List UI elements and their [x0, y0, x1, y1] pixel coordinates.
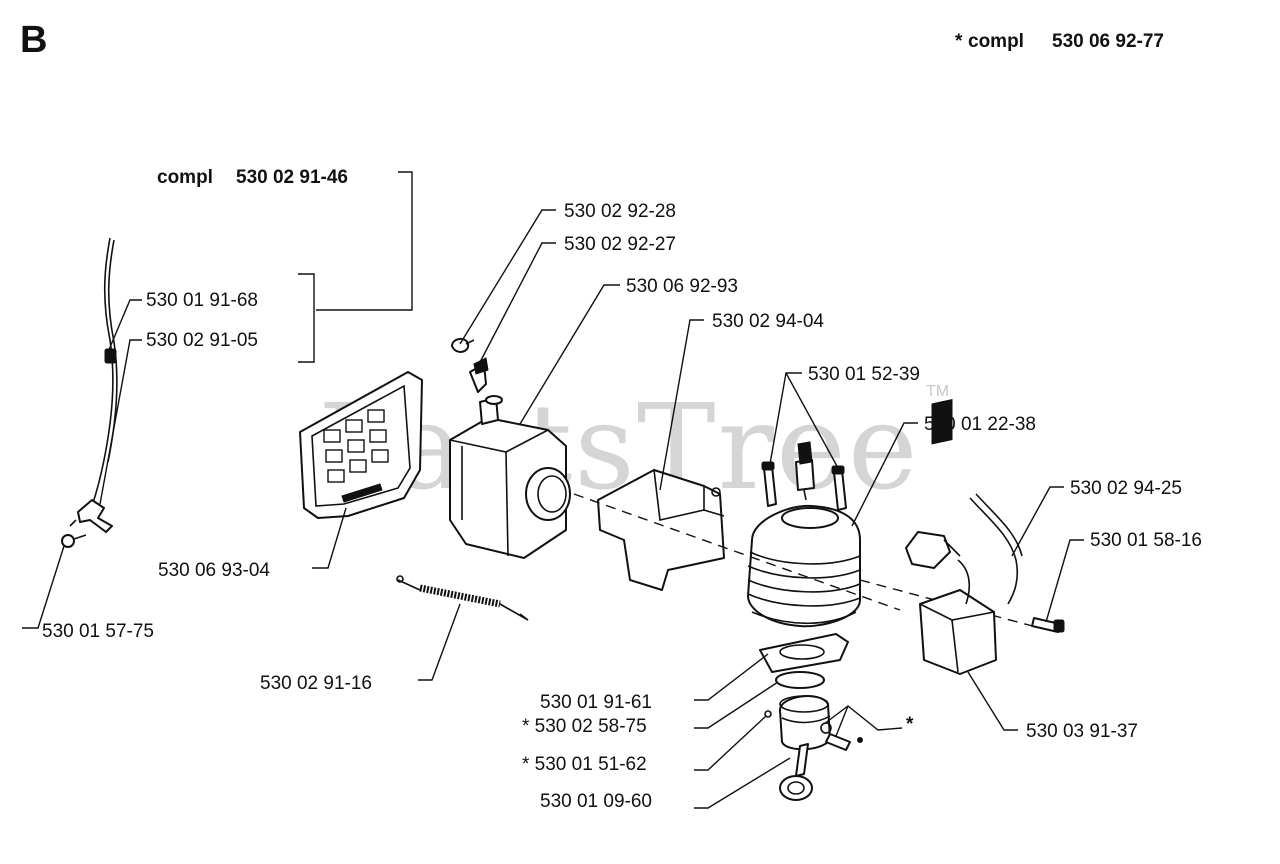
leader-530-01-22-38	[851, 422, 918, 527]
leader-530-01-09-60	[694, 757, 791, 809]
cylinder-part	[747, 504, 861, 628]
heat-shield-part	[597, 469, 725, 591]
return-spring-part	[396, 575, 529, 621]
sub-assembly-number: 530 02 91-46	[236, 167, 348, 188]
callout-530-06-93-04: 530 06 93-04	[158, 560, 270, 581]
leader-530-02-94-04	[659, 319, 704, 491]
leader-530-01-91-61	[694, 653, 769, 701]
piston-part	[779, 695, 832, 751]
leader-530-01-51-62	[694, 715, 767, 771]
leader-530-01-58-16	[1045, 539, 1084, 623]
callout-530-02-94-04: 530 02 94-04	[712, 311, 824, 332]
axis-line-upper	[573, 493, 901, 611]
callout-530-02-58-75: * 530 02 58-75	[522, 716, 647, 737]
callout-530-01-09-60: 530 01 09-60	[540, 791, 652, 812]
leader-530-01-57-75	[22, 545, 65, 629]
assembly-header: * compl 530 06 92-77	[955, 31, 1164, 52]
section-letter: B	[20, 19, 47, 61]
circlip-part	[764, 710, 772, 718]
leader-530-06-93-04	[312, 507, 347, 569]
callout-530-02-94-25: 530 02 94-25	[1070, 478, 1182, 499]
cable-group-bracket	[298, 273, 315, 363]
leader-530-06-92-93	[519, 284, 620, 425]
muffler-part	[449, 395, 571, 559]
callout-530-02-92-27: 530 02 92-27	[564, 234, 676, 255]
connecting-rod-part	[779, 743, 813, 801]
callout-530-01-51-62: * 530 01 51-62	[522, 754, 647, 775]
leader-530-02-58-75	[694, 681, 779, 729]
small-screw-part	[61, 534, 87, 548]
sub-assembly-label: compl 530 02 91-46	[157, 167, 348, 188]
leader-530-03-91-37	[967, 671, 1018, 731]
spark-plug-cap-part	[905, 531, 961, 569]
leader-star-kit-b	[835, 705, 849, 737]
callout-530-06-92-93: 530 06 92-93	[626, 276, 738, 297]
piston-pin-part	[825, 733, 863, 751]
sub-assembly-compl-word: compl	[157, 167, 213, 188]
leader-530-02-91-16	[418, 603, 461, 681]
leader-530-01-52-39-b	[785, 372, 839, 469]
watermark-tm: TM	[926, 383, 949, 400]
callout-530-01-57-75: 530 01 57-75	[42, 621, 154, 642]
assembly-number: 530 06 92-77	[1052, 31, 1164, 52]
ground-wire-part	[969, 493, 1023, 605]
callout-530-01-52-39: 530 01 52-39	[808, 364, 920, 385]
leader-530-02-92-28	[459, 209, 556, 345]
spark-plug-part	[795, 441, 815, 501]
nipple-part	[469, 357, 489, 393]
callout-star-marker: *	[906, 714, 914, 735]
air-filter-cover-part	[299, 371, 423, 519]
throttle-cable-part	[69, 237, 118, 533]
leader-530-01-91-68	[107, 299, 142, 353]
hose-clip-part	[451, 338, 475, 353]
cylinder-gasket-part	[759, 633, 849, 673]
callout-530-02-92-28: 530 02 92-28	[564, 201, 676, 222]
module-screw-part	[1031, 617, 1065, 633]
leader-530-02-94-25	[1011, 486, 1064, 557]
leader-530-02-91-05	[99, 339, 142, 505]
cylinder-screws-part	[761, 461, 847, 511]
sub-assembly-bracket	[316, 171, 413, 311]
callout-530-02-91-05: 530 02 91-05	[146, 330, 258, 351]
callout-530-02-91-16: 530 02 91-16	[260, 673, 372, 694]
leader-star-kit	[823, 705, 903, 731]
callout-530-01-91-68: 530 01 91-68	[146, 290, 258, 311]
ignition-module-part	[919, 399, 997, 675]
leader-530-02-92-27	[477, 242, 556, 367]
assembly-star: *	[955, 31, 963, 52]
callout-530-01-58-16: 530 01 58-16	[1090, 530, 1202, 551]
piston-ring-part	[775, 671, 825, 689]
assembly-compl-word: compl	[968, 31, 1024, 52]
callout-530-03-91-37: 530 03 91-37	[1026, 721, 1138, 742]
callout-530-01-91-61: 530 01 91-61	[540, 692, 652, 713]
